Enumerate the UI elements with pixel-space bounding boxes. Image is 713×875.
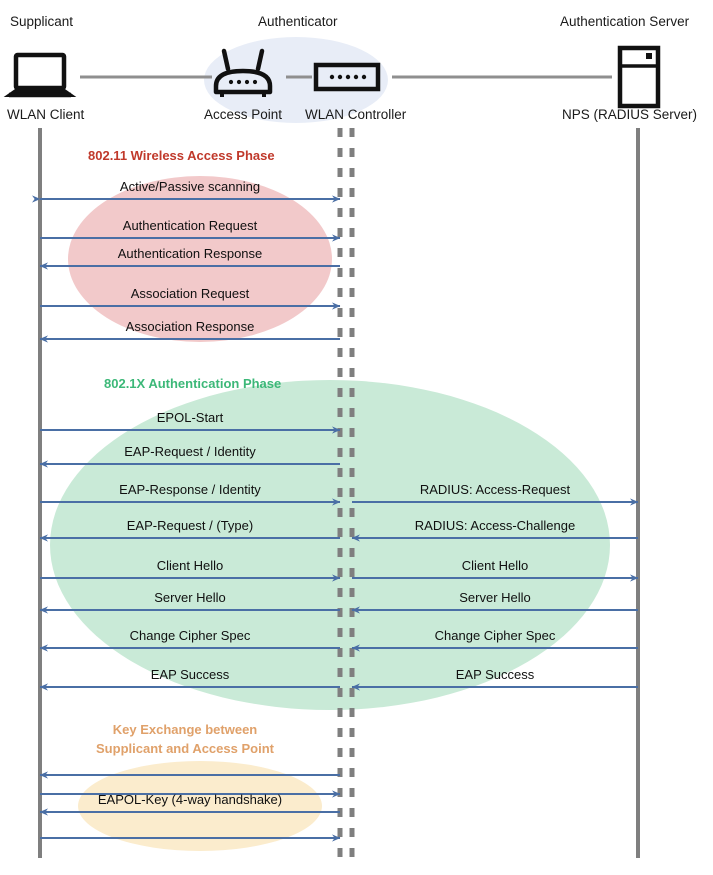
phase-label-key-exchange-line1: Key Exchange between [112, 722, 258, 737]
actor-name-nps-radius-server: NPS (RADIUS Server) [562, 107, 698, 122]
phase-label-80211: 802.11 Wireless Access Phase [88, 148, 275, 163]
message-label: RADIUS: Access-Request [419, 482, 571, 497]
message-label: Change Cipher Spec [129, 628, 251, 643]
authenticator-group-highlight [204, 37, 388, 123]
actor-name-wlan-client: WLAN Client [7, 107, 85, 122]
message-label: Authentication Response [117, 246, 263, 261]
message-label: EAP-Request / Identity [124, 444, 256, 459]
message-label: Active/Passive scanning [119, 179, 261, 194]
message-label: Server Hello [154, 590, 226, 605]
wlan-controller-icon [313, 62, 381, 92]
message-label: EAP-Request / (Type) [126, 518, 254, 533]
message-label: Client Hello [156, 558, 224, 573]
message-label: EAPOL-Key (4-way handshake) [97, 792, 283, 807]
actor-role-authentication-server: Authentication Server [560, 14, 690, 29]
actor-role-authenticator: Authenticator [258, 14, 338, 29]
actor-name-wlan-controller: WLAN Controller [305, 107, 407, 122]
phase-label-key-exchange: Key Exchange between Supplicant and Acce… [90, 720, 280, 758]
message-label: Association Response [125, 319, 255, 334]
message-arrows [32, 195, 639, 842]
actor-role-supplicant: Supplicant [10, 14, 74, 29]
message-label: Authentication Request [122, 218, 258, 233]
message-label: RADIUS: Access-Challenge [414, 518, 576, 533]
actor-name-access-point: Access Point [204, 107, 283, 122]
phase-label-key-exchange-line2: Supplicant and Access Point [96, 741, 274, 756]
message-label: EAP Success [455, 667, 535, 682]
message-label: EAP-Response / Identity [119, 482, 261, 497]
message-label: Change Cipher Spec [434, 628, 556, 643]
phase-key-exchange-ellipse [78, 761, 322, 851]
message-label: EPOL-Start [156, 410, 224, 425]
phase-80211-ellipse [68, 176, 332, 342]
laptop-icon [3, 52, 77, 98]
message-label: Client Hello [461, 558, 529, 573]
access-point-icon [213, 48, 273, 97]
phase-label-8021x: 802.1X Authentication Phase [104, 376, 282, 391]
message-label: EAP Success [150, 667, 230, 682]
server-rack-icon [617, 45, 661, 109]
message-label: Association Request [130, 286, 250, 301]
lifelines [38, 128, 640, 858]
message-label: Server Hello [459, 590, 531, 605]
phase-8021x-ellipse [50, 380, 610, 710]
phase-ellipses [50, 176, 610, 851]
